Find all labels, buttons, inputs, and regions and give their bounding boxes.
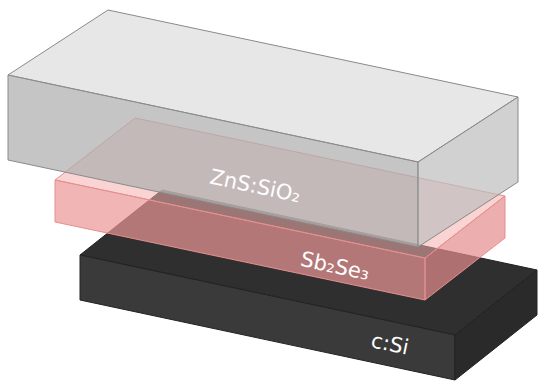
zns-sio2-cap-block (8, 10, 518, 247)
layer-label: c:Si (369, 328, 411, 360)
